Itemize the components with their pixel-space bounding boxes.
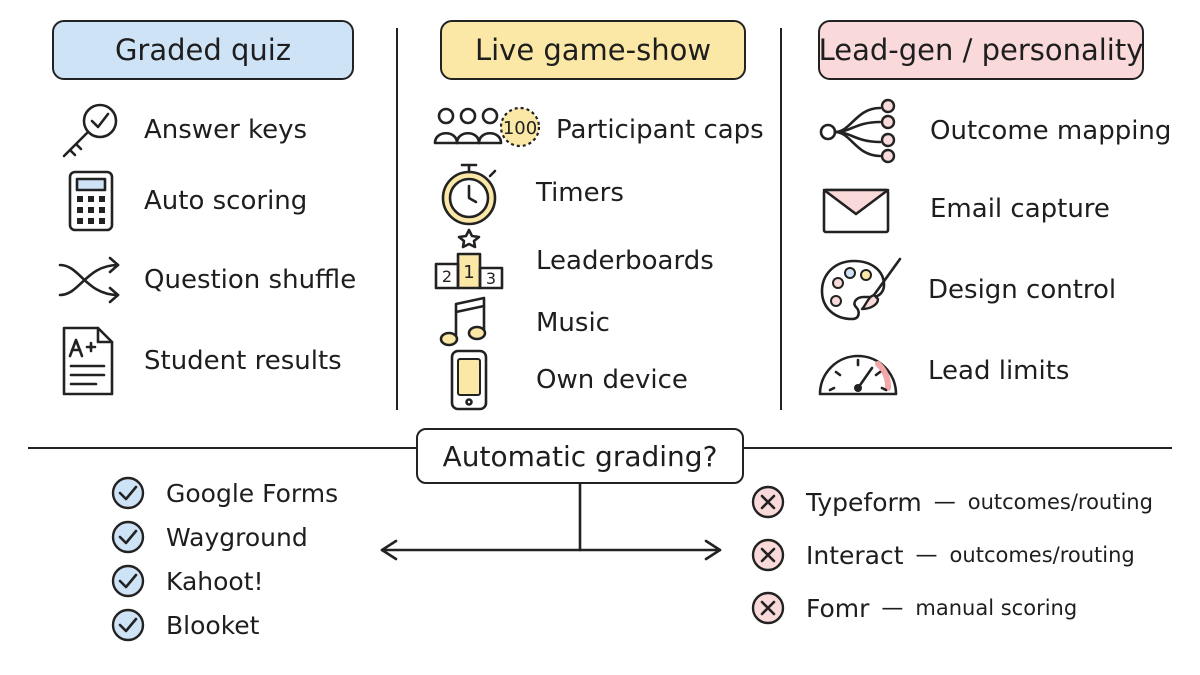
no-item-dash: —: [933, 489, 956, 515]
header-live-game-show-label: Live game-show: [474, 33, 712, 67]
gauge-icon: [816, 338, 900, 404]
yes-item: Blooket: [110, 607, 259, 643]
people-cap-icon: 100: [432, 97, 542, 163]
feature-label: Leaderboards: [536, 246, 714, 276]
phone-icon: [432, 347, 506, 413]
feature-outcome-mapping: Outcome mapping: [816, 98, 1171, 164]
feature-timers: Timers: [432, 158, 624, 228]
music-note-icon: [432, 290, 506, 356]
header-graded-quiz: Graded quiz: [52, 20, 354, 80]
arrow-left-icon: [380, 539, 398, 561]
no-item: Typeform — outcomes/routing: [750, 484, 1153, 520]
question-label: Automatic grading?: [442, 439, 718, 473]
feature-participant-caps: 100 Participant caps: [432, 97, 764, 163]
shuffle-icon: [54, 247, 128, 313]
cross-circle-icon: [751, 538, 785, 572]
yes-item: Google Forms: [110, 475, 338, 511]
feature-student-results: Student results: [54, 326, 342, 396]
yes-item: Wayground: [110, 519, 308, 555]
yes-item-label: Wayground: [166, 522, 308, 552]
divider-line-right: [742, 447, 1172, 449]
column-divider-left: [396, 28, 398, 410]
feature-label: Own device: [536, 365, 688, 395]
key-check-icon: [54, 97, 128, 163]
yes-item-label: Blooket: [166, 610, 260, 640]
divider-line-left: [28, 447, 418, 449]
calculator-icon: [54, 168, 128, 234]
feature-lead-limits: Lead limits: [816, 338, 1069, 404]
no-item-note: outcomes/routing: [949, 543, 1135, 567]
feature-label: Lead limits: [928, 356, 1070, 386]
check-circle-icon: [111, 476, 145, 510]
no-item-name: Fomr: [806, 593, 870, 623]
feature-design-control: Design control: [816, 255, 1116, 325]
check-circle-icon: [111, 608, 145, 642]
header-lead-gen-personality-label: Lead-gen / personality: [818, 33, 1144, 67]
feature-label: Question shuffle: [144, 265, 357, 295]
check-circle-icon: [111, 564, 145, 598]
no-item-name: Typeform: [806, 487, 922, 517]
feature-own-device: Own device: [432, 347, 688, 413]
feature-label: Outcome mapping: [930, 116, 1172, 146]
no-item-dash: —: [881, 595, 904, 621]
podium-third: 3: [486, 269, 496, 288]
automatic-grading-question: Automatic grading?: [416, 428, 744, 484]
palette-icon: [816, 255, 906, 325]
column-divider-right: [780, 28, 782, 410]
yes-item-label: Google Forms: [166, 478, 339, 508]
feature-music: Music: [432, 290, 610, 356]
podium-icon: 1 2 3: [432, 228, 512, 294]
yes-item-label: Kahoot!: [166, 566, 264, 596]
feature-label: Auto scoring: [144, 186, 308, 216]
feature-answer-keys: Answer keys: [54, 97, 307, 163]
yes-item: Kahoot!: [110, 563, 264, 599]
feature-label: Music: [536, 308, 610, 338]
feature-auto-scoring: Auto scoring: [54, 168, 307, 234]
header-graded-quiz-label: Graded quiz: [114, 33, 292, 67]
feature-label: Student results: [144, 346, 342, 376]
no-item: Fomr — manual scoring: [750, 590, 1077, 626]
check-circle-icon: [111, 520, 145, 554]
no-item-note: manual scoring: [915, 596, 1078, 620]
cross-circle-icon: [751, 591, 785, 625]
envelope-icon: [816, 176, 896, 242]
graded-document-icon: [54, 326, 128, 396]
podium-first: 1: [463, 262, 474, 283]
podium-second: 2: [442, 267, 452, 286]
header-live-game-show: Live game-show: [440, 20, 746, 80]
no-item-dash: —: [915, 542, 938, 568]
header-lead-gen-personality: Lead-gen / personality: [818, 20, 1144, 80]
feature-label: Timers: [536, 178, 624, 208]
no-item-note: outcomes/routing: [967, 490, 1153, 514]
branching-icon: [816, 98, 906, 164]
cross-circle-icon: [751, 485, 785, 519]
feature-label: Design control: [928, 275, 1117, 305]
no-item: Interact — outcomes/routing: [750, 537, 1135, 573]
participant-cap-badge: 100: [503, 118, 537, 139]
stopwatch-icon: [432, 158, 506, 228]
feature-question-shuffle: Question shuffle: [54, 247, 356, 313]
feature-label: Participant caps: [556, 115, 764, 145]
feature-label: Answer keys: [144, 115, 308, 145]
no-item-name: Interact: [806, 540, 904, 570]
feature-label: Email capture: [930, 194, 1110, 224]
feature-leaderboards: 1 2 3 Leaderboards: [432, 228, 714, 294]
feature-email-capture: Email capture: [816, 176, 1110, 242]
arrow-right-icon: [704, 539, 722, 561]
